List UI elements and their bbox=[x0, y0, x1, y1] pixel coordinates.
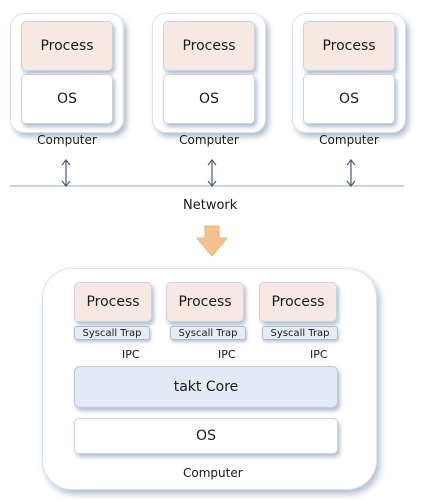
syscall-trap: Syscall Trap bbox=[170, 326, 246, 340]
syscall-trap-label: Syscall Trap bbox=[270, 327, 330, 339]
process-label: Process bbox=[271, 294, 325, 310]
process-label: Process bbox=[86, 294, 140, 310]
os-label: OS bbox=[339, 91, 359, 107]
process-box: Process bbox=[259, 282, 337, 322]
process-label: Process bbox=[182, 38, 236, 54]
computer-label: Computer bbox=[179, 133, 239, 147]
network-label: Network bbox=[183, 198, 238, 213]
network-connector bbox=[61, 159, 71, 187]
network-connector bbox=[346, 159, 356, 187]
syscall-trap: Syscall Trap bbox=[262, 326, 338, 340]
syscall-trap-label: Syscall Trap bbox=[82, 327, 142, 339]
syscall-trap: Syscall Trap bbox=[74, 326, 150, 340]
process-box: Process bbox=[166, 282, 244, 322]
computer-label: Computer bbox=[183, 466, 243, 480]
computer-label: Computer bbox=[319, 133, 379, 147]
takt-core-box: takt Core bbox=[74, 366, 338, 408]
computer-1: Process OS Computer bbox=[10, 13, 124, 147]
os-box: OS bbox=[303, 74, 395, 124]
process-box: Process bbox=[163, 21, 255, 71]
process-box: Process bbox=[74, 282, 152, 322]
transition-arrow-icon bbox=[196, 225, 228, 257]
takt-core-label: takt Core bbox=[173, 379, 239, 395]
process-label: Process bbox=[178, 294, 232, 310]
os-box: OS bbox=[163, 74, 255, 124]
ipc-label: IPC bbox=[218, 348, 236, 361]
computer-2: Process OS Computer bbox=[152, 13, 266, 147]
network-connector bbox=[207, 159, 217, 187]
os-box: OS bbox=[21, 74, 113, 124]
process-label: Process bbox=[322, 38, 376, 54]
syscall-trap-label: Syscall Trap bbox=[178, 327, 238, 339]
os-label: OS bbox=[199, 91, 219, 107]
computer-label: Computer bbox=[37, 133, 97, 147]
ipc-label: IPC bbox=[122, 348, 140, 361]
os-label: OS bbox=[196, 428, 216, 444]
os-label: OS bbox=[57, 91, 77, 107]
ipc-label: IPC bbox=[310, 348, 328, 361]
process-box: Process bbox=[303, 21, 395, 71]
process-label: Process bbox=[40, 38, 94, 54]
process-box: Process bbox=[21, 21, 113, 71]
computer-3: Process OS Computer bbox=[292, 13, 406, 147]
os-box: OS bbox=[74, 418, 338, 454]
